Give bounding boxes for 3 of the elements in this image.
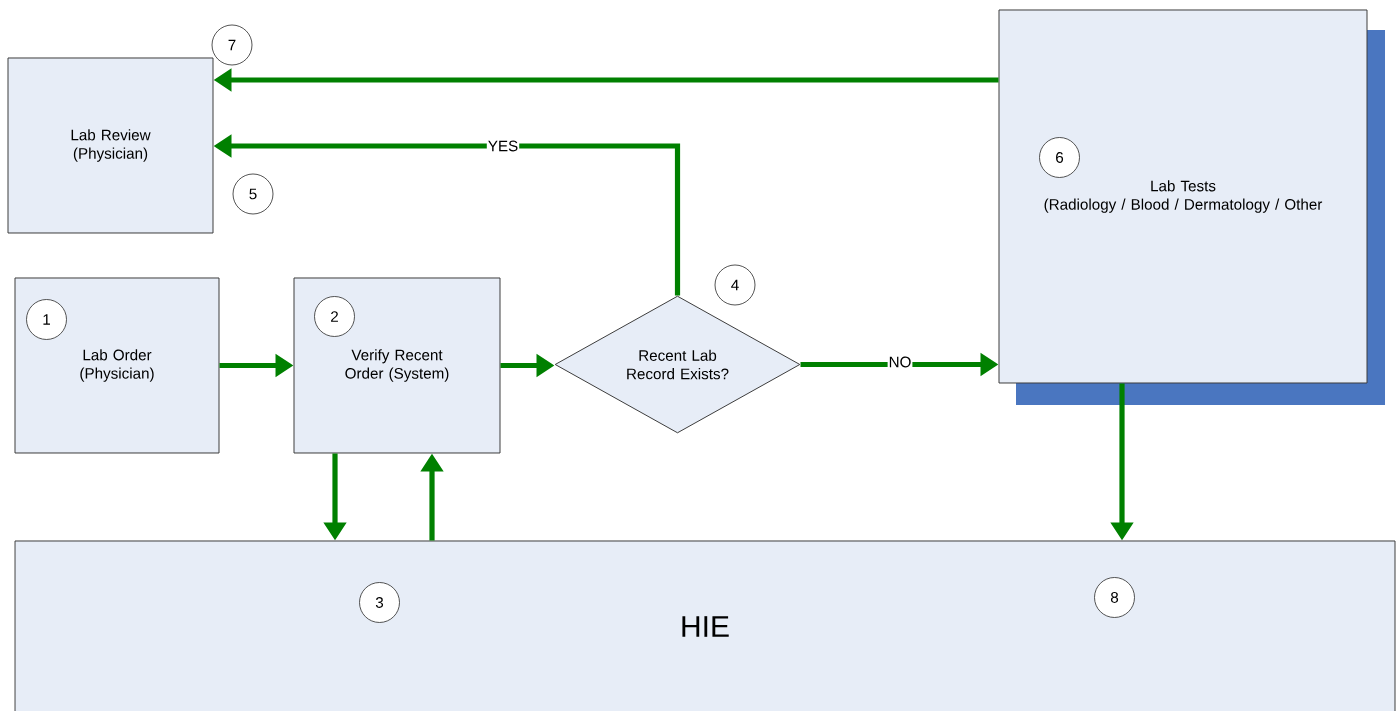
process-box: Lab Review (Physician) bbox=[7, 57, 214, 234]
edge-label: YES bbox=[486, 139, 520, 153]
edge-label: NO bbox=[887, 355, 913, 369]
